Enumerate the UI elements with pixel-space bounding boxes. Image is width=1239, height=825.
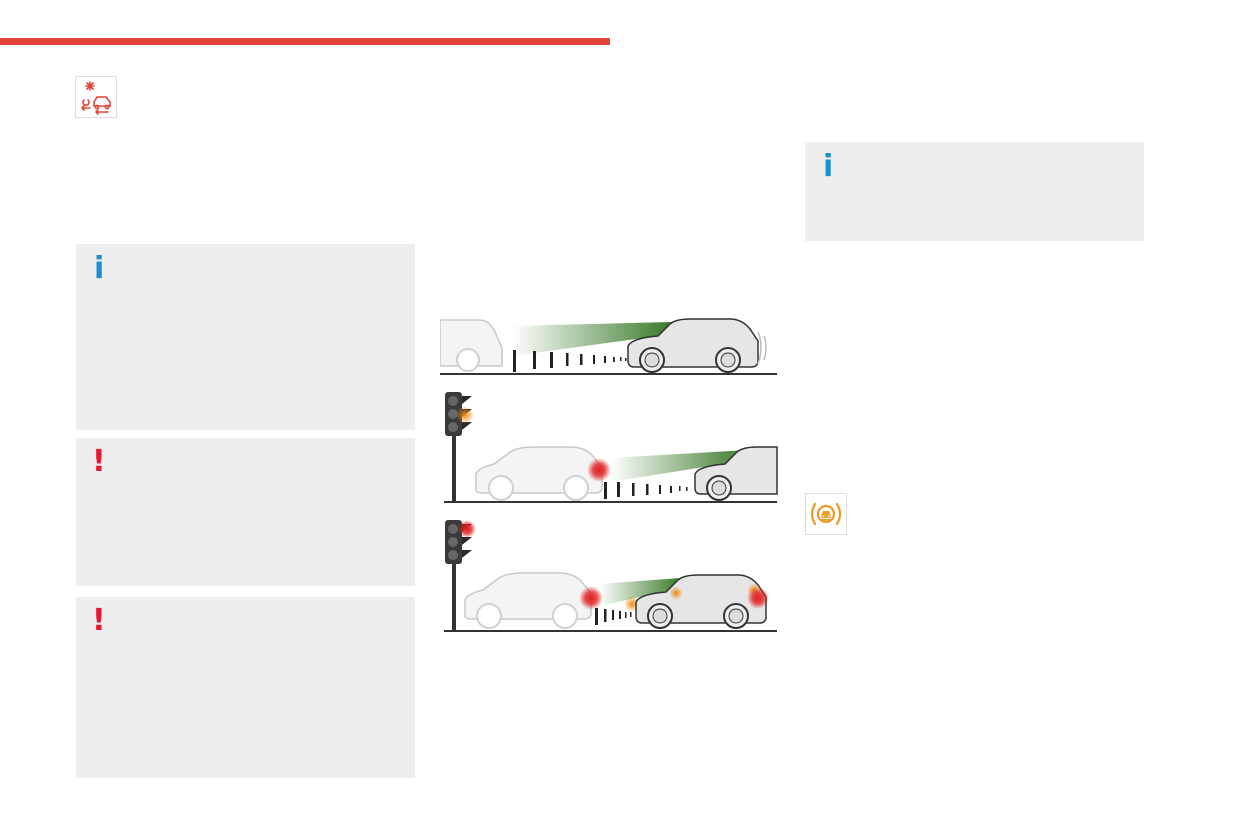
chapter-color-bar — [0, 38, 610, 45]
approach-red-light-panel — [444, 392, 778, 503]
automatic-braking-warning-icon — [805, 493, 847, 535]
collision-alert-icon — [75, 76, 117, 118]
info-note-box: i — [805, 142, 1144, 241]
braking-stop-panel — [444, 520, 777, 632]
exclamation-icon: ! — [92, 444, 106, 479]
warning-note-box: ! — [76, 597, 415, 778]
follow-distance-panel — [439, 318, 777, 375]
info-icon: i — [94, 251, 105, 286]
info-note-box: i — [76, 244, 415, 430]
info-icon: i — [823, 149, 834, 184]
exclamation-icon: ! — [92, 603, 106, 638]
braking-illustration — [439, 310, 780, 635]
warning-note-box: ! — [76, 438, 415, 586]
